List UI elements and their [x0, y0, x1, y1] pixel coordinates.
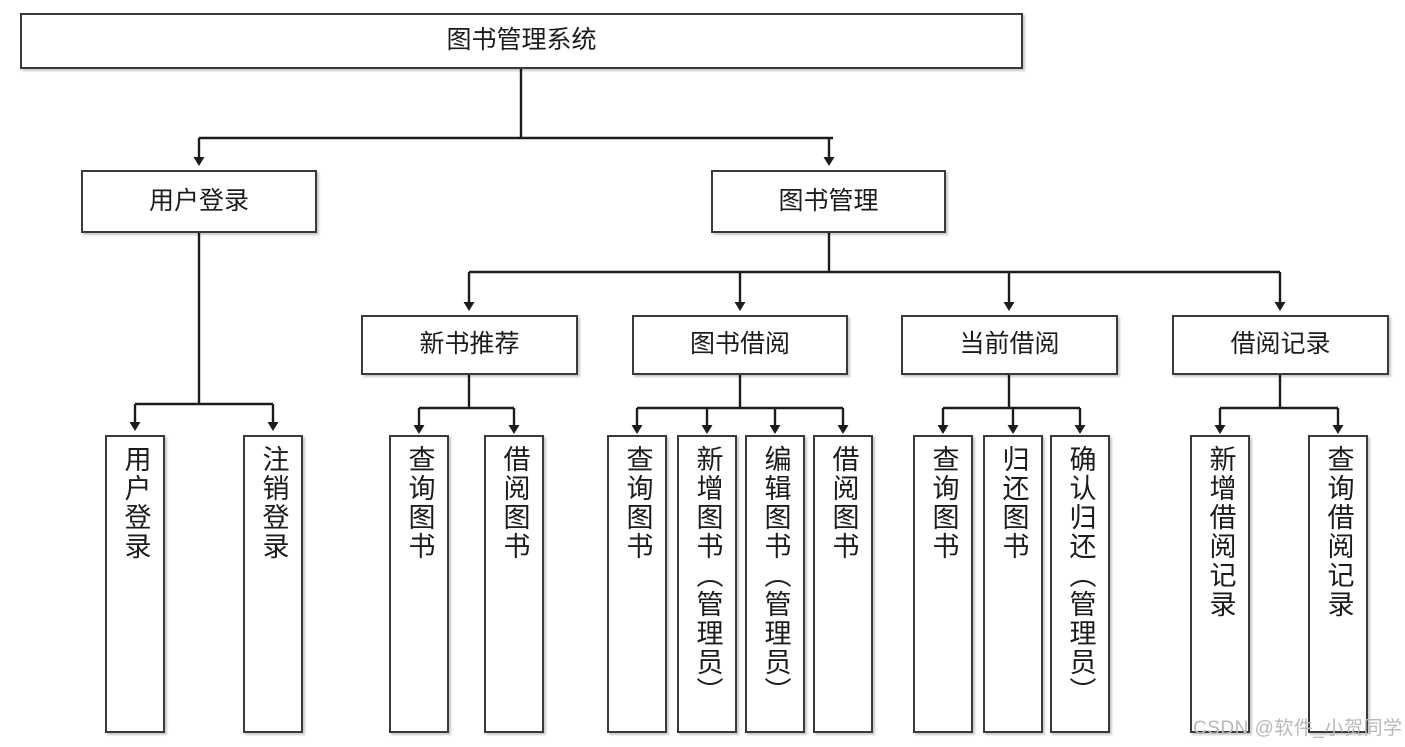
- node-leaf-add-book[interactable]: 新增图书（管理员）: [677, 435, 737, 733]
- node-book-manage-label: 图书管理: [778, 186, 879, 215]
- node-leaf-query-record-label: 查询借阅记录: [1323, 445, 1354, 619]
- node-current-borrow[interactable]: 当前借阅: [901, 315, 1118, 375]
- node-leaf-query-book-1-label: 查询图书: [404, 445, 435, 561]
- node-leaf-add-book-label: 新增图书（管理员）: [692, 445, 723, 706]
- node-leaf-logout-label: 注销登录: [258, 445, 289, 561]
- csdn-watermark: CSDN @软件_小贺同学: [1193, 718, 1403, 739]
- node-leaf-edit-book[interactable]: 编辑图书（管理员）: [745, 435, 805, 733]
- node-leaf-query-book-2-label: 查询图书: [622, 445, 653, 561]
- node-leaf-query-book-3[interactable]: 查询图书: [913, 435, 973, 733]
- node-root-label: 图书管理系统: [446, 26, 597, 55]
- node-leaf-confirm-return[interactable]: 确认归还（管理员）: [1050, 435, 1110, 733]
- node-root[interactable]: 图书管理系统: [20, 13, 1023, 69]
- node-leaf-borrow-book-1[interactable]: 借阅图书: [484, 435, 544, 733]
- node-leaf-query-book-2[interactable]: 查询图书: [607, 435, 667, 733]
- node-borrow-record-label: 借阅记录: [1230, 330, 1331, 359]
- node-user-login-label: 用户登录: [148, 186, 249, 215]
- node-leaf-confirm-return-label: 确认归还（管理员）: [1065, 445, 1096, 706]
- node-leaf-add-record[interactable]: 新增借阅记录: [1190, 435, 1250, 733]
- node-leaf-borrow-book-2[interactable]: 借阅图书: [813, 435, 873, 733]
- node-book-borrow[interactable]: 图书借阅: [632, 315, 848, 375]
- node-borrow-record[interactable]: 借阅记录: [1172, 315, 1389, 375]
- node-leaf-user-login-label: 用户登录: [120, 445, 151, 561]
- node-new-book-recommend[interactable]: 新书推荐: [361, 315, 578, 375]
- node-book-manage[interactable]: 图书管理: [711, 170, 946, 233]
- node-leaf-query-book-1[interactable]: 查询图书: [389, 435, 449, 733]
- node-leaf-query-book-3-label: 查询图书: [928, 445, 959, 561]
- node-user-login[interactable]: 用户登录: [81, 170, 317, 233]
- node-leaf-user-login[interactable]: 用户登录: [105, 435, 165, 733]
- node-current-borrow-label: 当前借阅: [959, 330, 1060, 359]
- node-leaf-return-book-label: 归还图书: [998, 445, 1029, 561]
- node-leaf-edit-book-label: 编辑图书（管理员）: [760, 445, 791, 706]
- node-leaf-borrow-book-1-label: 借阅图书: [499, 445, 530, 561]
- node-leaf-add-record-label: 新增借阅记录: [1205, 445, 1236, 619]
- node-leaf-logout[interactable]: 注销登录: [243, 435, 303, 733]
- node-leaf-query-record[interactable]: 查询借阅记录: [1308, 435, 1368, 733]
- node-new-book-recommend-label: 新书推荐: [419, 330, 520, 359]
- node-leaf-return-book[interactable]: 归还图书: [983, 435, 1043, 733]
- node-leaf-borrow-book-2-label: 借阅图书: [828, 445, 859, 561]
- node-book-borrow-label: 图书借阅: [689, 330, 790, 359]
